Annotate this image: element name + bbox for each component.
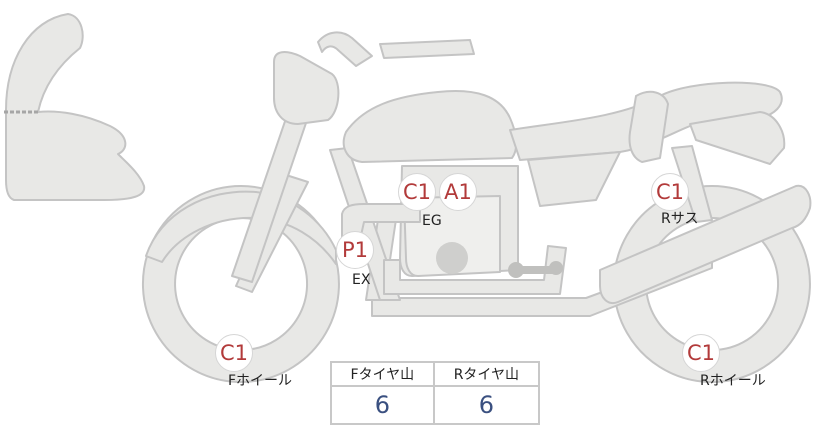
engine-code-a1: A1 xyxy=(444,179,472,204)
engine-head xyxy=(403,195,501,277)
front-wheel-code: C1 xyxy=(219,340,249,365)
muffler xyxy=(599,184,812,304)
exhaust-code: P1 xyxy=(341,237,369,262)
rear-suspension-label: Rサス xyxy=(661,211,699,227)
fuel-tank xyxy=(342,90,518,163)
headlight xyxy=(273,51,340,125)
rear-wheel-marker[interactable]: C1 xyxy=(682,334,720,372)
engine-marker-c1[interactable]: C1 xyxy=(398,173,436,211)
exhaust-pipe xyxy=(383,245,567,295)
front-wheel-marker[interactable]: C1 xyxy=(215,334,253,372)
tire-tread-value-row: 6 6 xyxy=(330,385,541,425)
engine-code-c1: C1 xyxy=(402,179,432,204)
rear-tire-tread-header: Rタイヤ山 xyxy=(432,361,541,387)
fairing-shape xyxy=(5,13,146,201)
front-wheel-label: Fホイール xyxy=(228,373,293,389)
exhaust-header xyxy=(341,203,421,241)
rear-tire-tread-value: 6 xyxy=(432,385,541,425)
tail-cowl xyxy=(628,90,669,163)
engine-cover xyxy=(436,242,468,274)
tire-tread-table: Fタイヤ山 Rタイヤ山 6 6 xyxy=(330,361,541,425)
tail-end xyxy=(689,111,786,165)
handlebar xyxy=(317,31,373,67)
rear-suspension-marker[interactable]: C1 xyxy=(651,173,689,211)
axle-bolt xyxy=(508,261,563,278)
engine-label: EG xyxy=(422,213,442,229)
rear-suspension-code: C1 xyxy=(655,179,685,204)
front-tire-tread-header: Fタイヤ山 xyxy=(330,361,435,387)
engine-marker-a1[interactable]: A1 xyxy=(439,173,477,211)
rear-wheel-code: C1 xyxy=(686,340,716,365)
front-tire-tread-value: 6 xyxy=(330,385,435,425)
exhaust-marker[interactable]: P1 xyxy=(336,231,374,269)
handlebar-grip xyxy=(379,39,475,59)
exhaust-label: EX xyxy=(352,272,371,288)
side-panel xyxy=(527,151,621,207)
tire-tread-header-row: Fタイヤ山 Rタイヤ山 xyxy=(330,361,541,387)
rear-wheel-label: Rホイール xyxy=(700,373,766,389)
